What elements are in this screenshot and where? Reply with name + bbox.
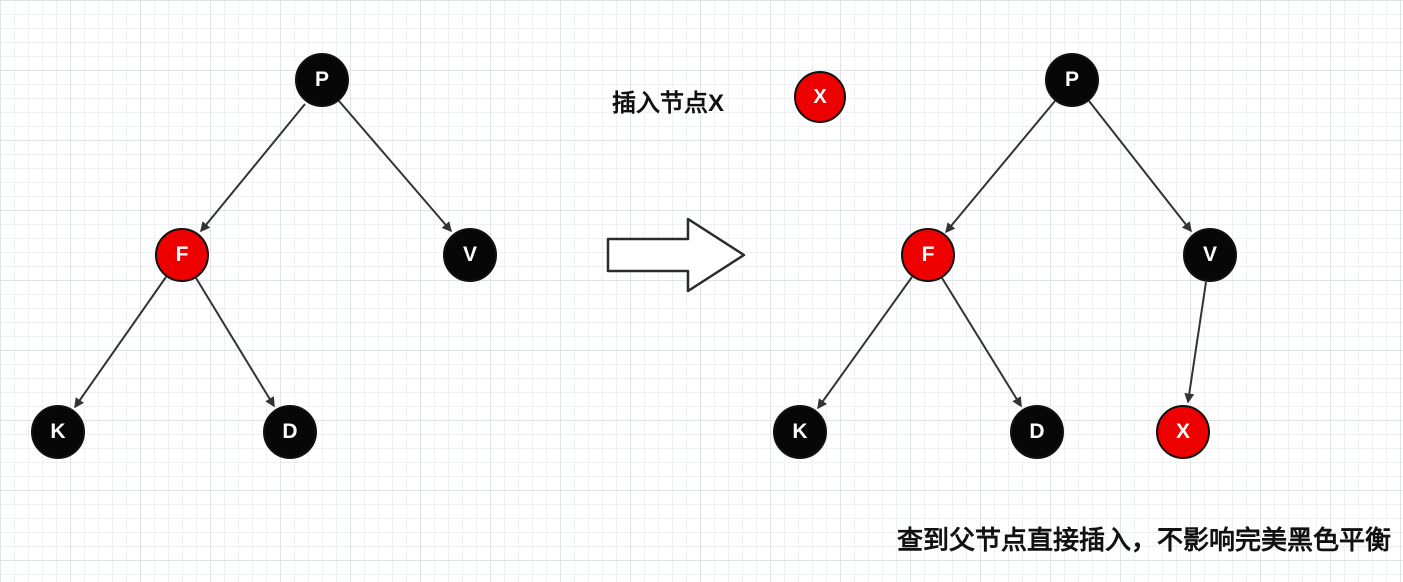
edge-V-X-after (1184, 281, 1207, 404)
node-label: D (1029, 420, 1045, 443)
node-label: P (314, 68, 329, 91)
node-label: P (1064, 68, 1079, 91)
diagram-caption: 查到父节点直接插入，不影响完美黑色平衡 (896, 525, 1391, 555)
node-P-after: P (1045, 53, 1099, 107)
node-label: V (1202, 243, 1217, 266)
node-F-after: F (901, 228, 955, 282)
node-F-before: F (155, 228, 209, 282)
node-K-after: K (773, 405, 827, 459)
node-label: K (50, 420, 66, 443)
node-label: D (282, 420, 298, 443)
node-V-after: V (1183, 228, 1237, 282)
node-V-before: V (443, 228, 497, 282)
edge-F-K-before (74, 276, 167, 409)
edge-F-D-after (941, 277, 1022, 408)
node-label: X (813, 85, 827, 108)
edge-P-F-after (945, 100, 1056, 234)
edge-P-F-before (200, 103, 306, 233)
node-label: V (462, 243, 477, 266)
edge-P-V-after (1088, 100, 1192, 233)
node-K-before: K (31, 405, 85, 459)
edge-F-K-after (817, 276, 913, 410)
node-P-before: P (295, 53, 349, 107)
insert-node-label: 插入节点X (612, 90, 725, 117)
node-label: K (792, 420, 808, 443)
transform-arrow (606, 217, 746, 293)
node-D-before: D (263, 405, 317, 459)
node-label: X (1175, 420, 1190, 443)
edge-F-D-before (195, 277, 275, 408)
node-D-after: D (1010, 405, 1064, 459)
node-X-standalone: X (794, 71, 846, 123)
edge-P-V-before (338, 100, 452, 233)
node-label: F (921, 243, 935, 266)
node-X-after: X (1156, 405, 1210, 459)
node-label: F (175, 243, 189, 266)
